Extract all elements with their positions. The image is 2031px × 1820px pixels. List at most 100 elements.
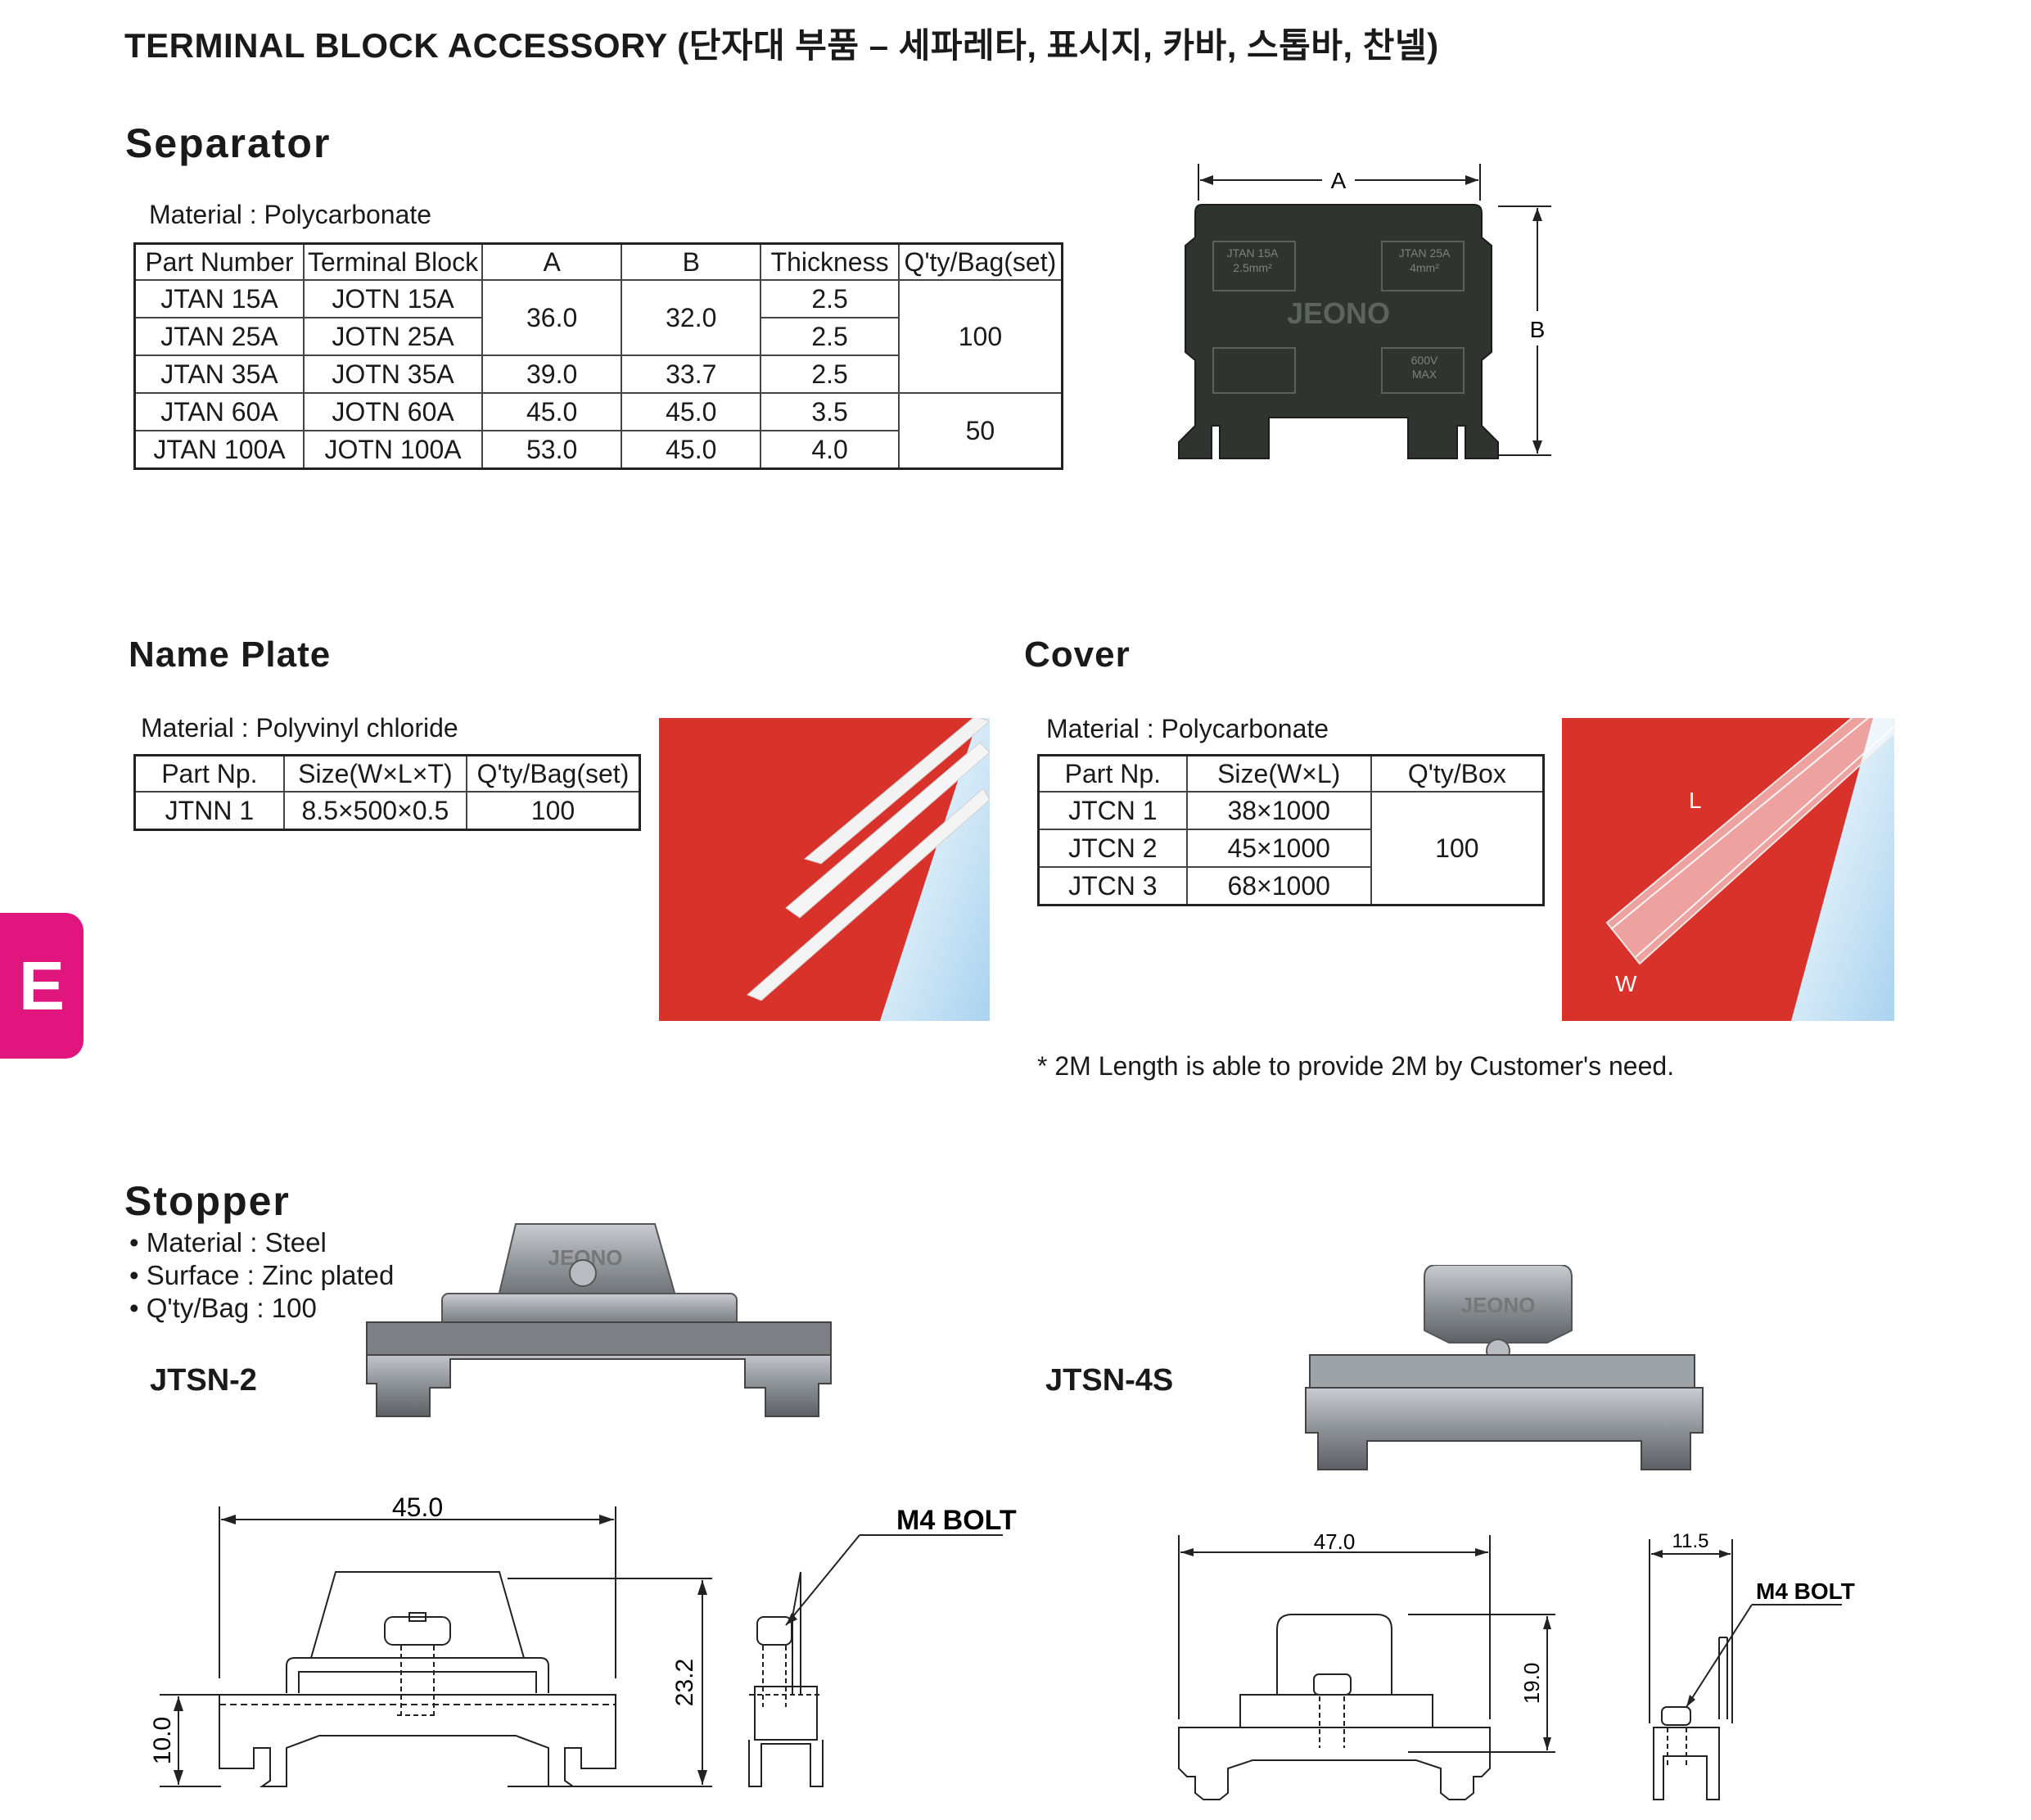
jtsn-2-photo: JEONO — [366, 1223, 832, 1417]
table-header-row: Part Np. Size(W×L) Q'ty/Box — [1037, 754, 1545, 793]
cover-label-w: W — [1615, 971, 1637, 996]
part: JTCN 3 — [1037, 866, 1188, 906]
size: 45×1000 — [1185, 829, 1372, 868]
header-size: Size(W×L) — [1185, 754, 1372, 793]
header-terminal-block: Terminal Block — [303, 242, 484, 281]
qty: 100 — [465, 791, 641, 831]
dim-height: 23.2 — [671, 1659, 698, 1706]
model-label-jtsn-4s: JTSN-4S — [1045, 1363, 1174, 1398]
dim-a: 36.0 — [481, 279, 623, 356]
page-title: TERMINAL BLOCK ACCESSORY (단자대 부품 – 세파레타,… — [124, 26, 1439, 65]
section-tab: E — [0, 913, 83, 1059]
dim-b-label: B — [1530, 317, 1546, 342]
header-thickness: Thickness — [760, 242, 900, 281]
header-qty: Q'ty/Bag(set) — [465, 754, 641, 793]
separator-material: Material : Polycarbonate — [149, 200, 432, 229]
header-qty: Q'ty/Bag(set) — [897, 242, 1063, 281]
header-b: B — [621, 242, 762, 281]
table-row: JTCN 3 68×1000 — [1037, 866, 1544, 906]
thickness: 2.5 — [760, 279, 900, 318]
dim-side: 11.5 — [1672, 1530, 1709, 1552]
table-row: JTAN 25A JOTN 25A 2.5 — [133, 317, 1063, 356]
separator-table: Part Number Terminal Block A B Thickness… — [133, 242, 1063, 470]
size: 38×1000 — [1185, 791, 1372, 830]
dim-b: 32.0 — [621, 279, 762, 356]
part-number: JTAN 60A — [133, 392, 305, 431]
image-label: 2.5mm² — [1233, 261, 1272, 274]
jtsn-4s-photo: JEONO — [1305, 1265, 1704, 1470]
name-plate-table: Part Np. Size(W×L×T) Q'ty/Bag(set) JTNN … — [133, 754, 641, 831]
thickness: 4.0 — [760, 430, 900, 470]
name-plate-material: Material : Polyvinyl chloride — [141, 713, 458, 743]
separator-title: Separator — [125, 120, 332, 166]
table-row: JTAN 100A JOTN 100A 53.0 45.0 4.0 — [133, 430, 1063, 470]
thickness: 2.5 — [760, 317, 900, 356]
cover-image: L W — [1562, 718, 1894, 1021]
terminal-block: JOTN 60A — [303, 392, 484, 431]
cover-material: Material : Polycarbonate — [1046, 714, 1329, 743]
table-header-row: Part Np. Size(W×L×T) Q'ty/Bag(set) — [133, 754, 641, 793]
model-label-jtsn-2: JTSN-2 — [150, 1363, 257, 1398]
logo: JEONO — [1287, 296, 1390, 330]
terminal-block: JOTN 15A — [303, 279, 484, 318]
qty: 50 — [897, 392, 1063, 470]
part-number: JTAN 15A — [133, 279, 305, 318]
part: JTCN 2 — [1037, 829, 1188, 868]
part-number: JTAN 35A — [133, 355, 305, 394]
table-row: JTAN 35A JOTN 35A 39.0 33.7 2.5 — [133, 355, 1063, 394]
stopper-title: Stopper — [124, 1178, 291, 1224]
part-number: JTAN 100A — [133, 430, 305, 470]
header-part-number: Part Number — [133, 242, 305, 281]
dim-height: 19.0 — [1519, 1663, 1544, 1705]
image-label: JTAN 15A — [1227, 246, 1279, 260]
image-label: MAX — [1412, 368, 1437, 381]
bolt-label: M4 BOLT — [1756, 1578, 1855, 1604]
cover-table: Part Np. Size(W×L) Q'ty/Box JTCN 1 38×10… — [1037, 754, 1545, 906]
dim-a: 39.0 — [481, 355, 623, 394]
separator-body — [1178, 204, 1499, 459]
terminal-block: JOTN 100A — [303, 430, 484, 470]
dim-width: 47.0 — [1314, 1529, 1356, 1554]
image-label: JTAN 25A — [1399, 246, 1451, 260]
dim-a: 53.0 — [481, 430, 623, 470]
part: JTCN 1 — [1037, 791, 1188, 830]
bolt-label: M4 BOLT — [896, 1505, 1017, 1536]
table-row: JTAN 60A JOTN 60A 45.0 45.0 3.5 50 — [133, 392, 1063, 470]
cover-note: * 2M Length is able to provide 2M by Cus… — [1037, 1051, 1675, 1081]
header-size: Size(W×L×T) — [282, 754, 467, 793]
stopper-spec-qty: • Q'ty/Bag : 100 — [129, 1293, 317, 1323]
header-qty: Q'ty/Box — [1370, 754, 1545, 793]
cover-label-l: L — [1689, 788, 1702, 813]
terminal-block: JOTN 25A — [303, 317, 484, 356]
size: 68×1000 — [1185, 866, 1372, 906]
qty: 100 — [1370, 791, 1545, 906]
size: 8.5×500×0.5 — [282, 791, 467, 831]
separator-image: A B JTAN 15A 2.5mm² JTAN 25A 4mm² JEONO … — [1178, 164, 1551, 459]
name-plate-title: Name Plate — [129, 635, 332, 675]
stopper-spec-surface: • Surface : Zinc plated — [129, 1260, 395, 1290]
table-row: JTCN 2 45×1000 — [1037, 829, 1544, 868]
part-number: JTAN 25A — [133, 317, 305, 356]
logo: JEONO — [1460, 1293, 1535, 1317]
name-plate-image — [659, 718, 990, 1021]
image-label: 600V — [1411, 354, 1438, 367]
table-row: JTAN 15A JOTN 15A 36.0 32.0 2.5 100 — [133, 279, 1063, 394]
terminal-block: JOTN 35A — [303, 355, 484, 394]
dim-b: 33.7 — [621, 355, 762, 394]
table-row: JTCN 1 38×1000 100 — [1037, 791, 1545, 906]
table-row: JTNN 1 8.5×500×0.5 100 — [133, 791, 641, 831]
stopper-spec-material: • Material : Steel — [129, 1227, 327, 1258]
part: JTNN 1 — [133, 791, 285, 831]
dim-a-label: A — [1331, 168, 1347, 193]
header-part: Part Np. — [133, 754, 285, 793]
jtsn-4s-drawing: 47.0 19.0 11.5 M4 BOLT — [1178, 1529, 1855, 1800]
table-header-row: Part Number Terminal Block A B Thickness… — [133, 242, 1063, 281]
thickness: 3.5 — [760, 392, 900, 431]
dim-a: 45.0 — [481, 392, 623, 431]
image-label: 4mm² — [1410, 261, 1439, 274]
header-a: A — [481, 242, 623, 281]
dim-b: 45.0 — [621, 392, 762, 431]
thickness: 2.5 — [760, 355, 900, 394]
jtsn-2-drawing: 45.0 23.2 10.0 M4 BOLT — [149, 1493, 1017, 1787]
stopper-specs: • Material : Steel • Surface : Zinc plat… — [129, 1226, 394, 1325]
